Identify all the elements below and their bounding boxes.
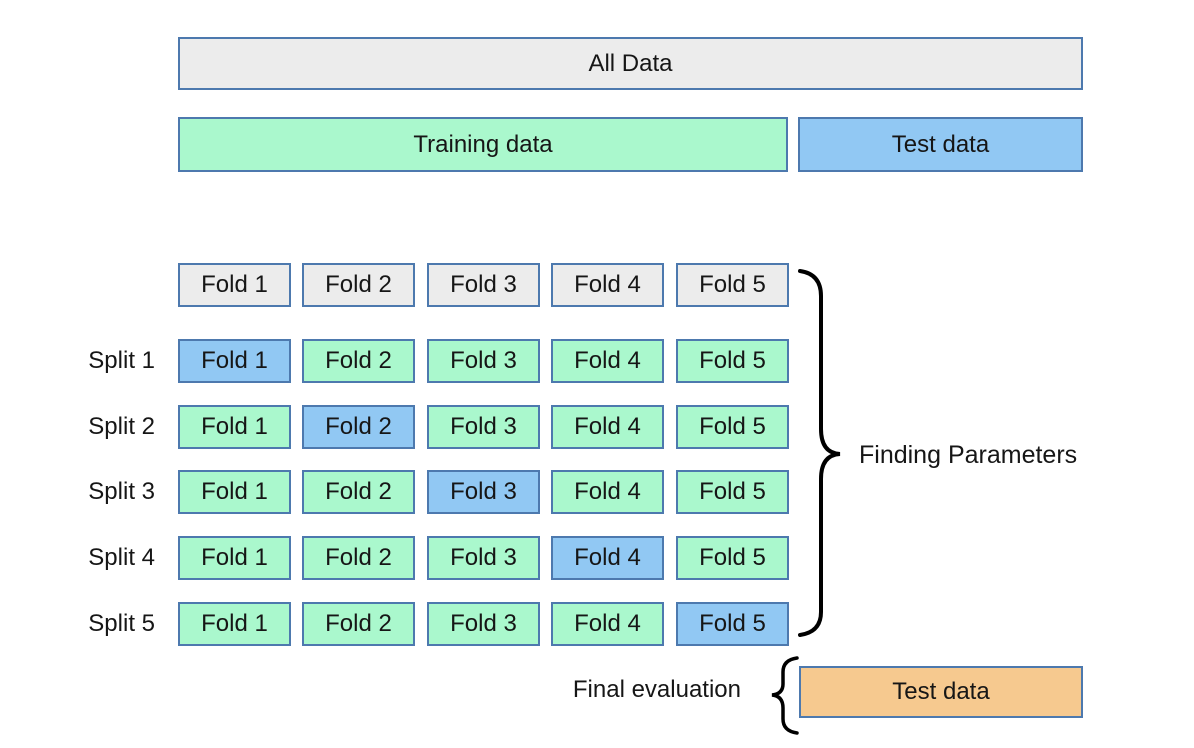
- all-data-bar: All Data: [178, 37, 1083, 90]
- fold-header-3: Fold 3: [427, 263, 540, 307]
- split-3-fold-1-cell: Fold 1: [178, 470, 291, 514]
- split-1-fold-5-cell: Fold 5: [676, 339, 789, 383]
- split-3-fold-2-cell: Fold 2: [302, 470, 415, 514]
- fold-header-5: Fold 5: [676, 263, 789, 307]
- test-data-bar: Test data: [798, 117, 1083, 172]
- split-2-fold-3-cell: Fold 3: [427, 405, 540, 449]
- split-3-fold-5-cell: Fold 5: [676, 470, 789, 514]
- split-4-fold-3-cell: Fold 3: [427, 536, 540, 580]
- split-1-label: Split 1: [88, 347, 155, 374]
- finding-parameters-label: Finding Parameters: [859, 441, 1078, 469]
- fold-header-4: Fold 4: [551, 263, 664, 307]
- split-4-label: Split 4: [88, 544, 155, 571]
- split-2-label: Split 2: [88, 413, 155, 440]
- split-2-fold-1-cell: Fold 1: [178, 405, 291, 449]
- training-data-bar: Training data: [178, 117, 788, 172]
- split-5-fold-5-cell: Fold 5: [676, 602, 789, 646]
- split-5-fold-2-cell: Fold 2: [302, 602, 415, 646]
- split-1-fold-3-cell: Fold 3: [427, 339, 540, 383]
- fold-header-1: Fold 1: [178, 263, 291, 307]
- fold-header-2: Fold 2: [302, 263, 415, 307]
- split-4-fold-2-cell: Fold 2: [302, 536, 415, 580]
- split-2-fold-4-cell: Fold 4: [551, 405, 664, 449]
- split-4-fold-1-cell: Fold 1: [178, 536, 291, 580]
- split-5-fold-1-cell: Fold 1: [178, 602, 291, 646]
- split-3-label: Split 3: [88, 478, 155, 505]
- split-2-fold-5-cell: Fold 5: [676, 405, 789, 449]
- final-test-data-bar: Test data: [799, 666, 1083, 718]
- split-1-fold-4-cell: Fold 4: [551, 339, 664, 383]
- split-4-fold-4-cell: Fold 4: [551, 536, 664, 580]
- split-5-fold-3-cell: Fold 3: [427, 602, 540, 646]
- split-5-fold-4-cell: Fold 4: [551, 602, 664, 646]
- final-evaluation-label: Final evaluation: [572, 676, 741, 703]
- split-4-fold-5-cell: Fold 5: [676, 536, 789, 580]
- split-3-fold-4-cell: Fold 4: [551, 470, 664, 514]
- split-5-label: Split 5: [88, 610, 155, 637]
- split-2-fold-2-cell: Fold 2: [302, 405, 415, 449]
- final-evaluation-brace: [771, 656, 799, 735]
- split-1-fold-1-cell: Fold 1: [178, 339, 291, 383]
- split-3-fold-3-cell: Fold 3: [427, 470, 540, 514]
- split-1-fold-2-cell: Fold 2: [302, 339, 415, 383]
- finding-parameters-brace: [798, 269, 841, 637]
